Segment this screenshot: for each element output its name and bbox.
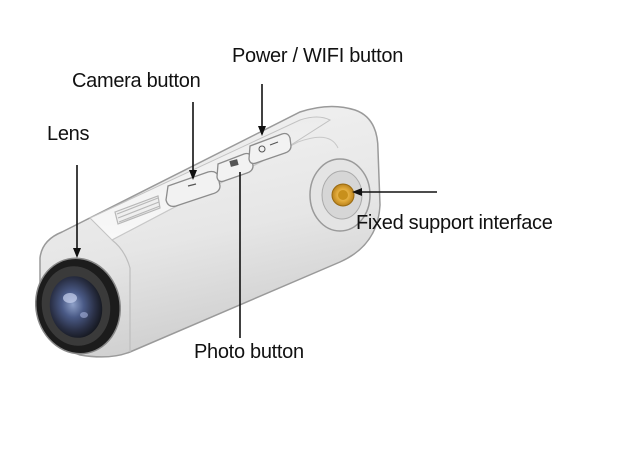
- power-wifi-button: [248, 132, 292, 165]
- grip-ridges: [114, 195, 161, 225]
- pointer-arrowheads: [73, 126, 362, 258]
- fixed-support-interface: [309, 158, 371, 232]
- lens: [34, 257, 122, 355]
- lens-label: Lens: [47, 123, 90, 145]
- camera-button-label: Camera button: [72, 70, 201, 92]
- pointer-lines: [76, 84, 437, 338]
- photo-button: [216, 152, 254, 183]
- camera-button: [165, 170, 221, 208]
- photo-button-label: Photo button: [194, 341, 304, 363]
- power-wifi-button-label: Power / WIFI button: [232, 45, 404, 67]
- fixed-support-interface-label: Fixed support interface: [356, 212, 553, 234]
